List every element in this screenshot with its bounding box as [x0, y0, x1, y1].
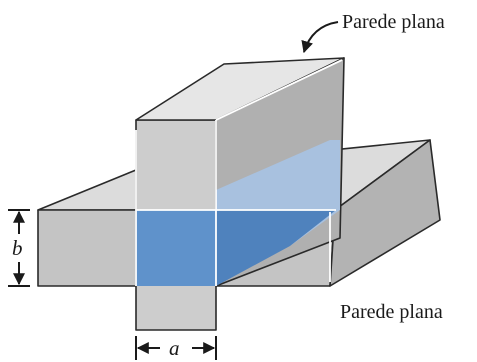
horizontal-wall-side-face — [329, 139, 441, 287]
dimension-b-label: b — [12, 236, 23, 260]
dimension-a-label: a — [169, 336, 180, 360]
intersection-region — [136, 140, 340, 286]
dimension-b — [8, 209, 30, 287]
edge-highlights — [135, 59, 343, 286]
dimension-a — [135, 336, 217, 360]
top-wall-label: Parede plana — [342, 11, 445, 33]
bottom-wall-label: Parede plana — [340, 301, 443, 323]
intersection-side-face — [216, 210, 336, 286]
top-callout-arrow — [301, 21, 339, 54]
intersection-front-face — [136, 210, 216, 286]
